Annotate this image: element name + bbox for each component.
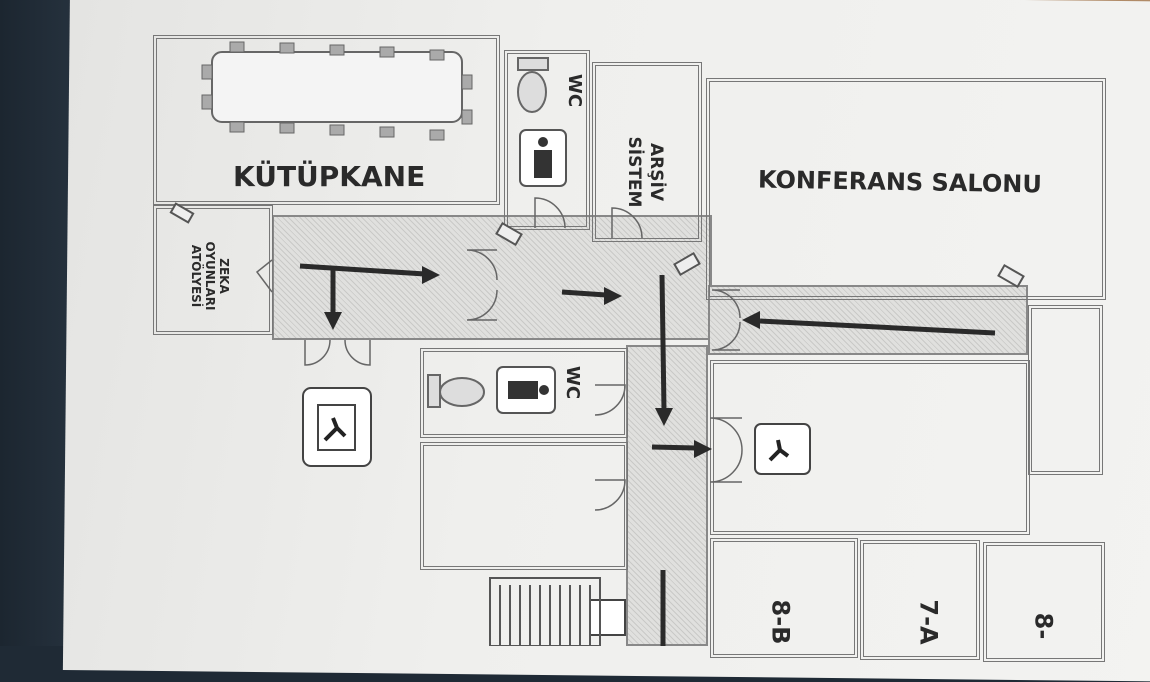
room-storage	[420, 442, 628, 570]
door-swings	[255, 197, 743, 511]
toilet-icon	[427, 57, 549, 408]
room-conference	[706, 78, 1106, 300]
corridor-south	[626, 345, 708, 646]
emergency-exit-icon	[302, 387, 811, 636]
wc-person-icon	[496, 129, 567, 414]
camera-icon	[169, 202, 1025, 289]
plan-overlay	[169, 41, 1025, 646]
room-wc-bottom	[420, 348, 628, 438]
room-wc-top	[504, 50, 590, 230]
corridor-main	[272, 215, 712, 340]
room-archive	[592, 62, 702, 242]
label-library: KÜTÜPKANE	[233, 160, 426, 193]
conference-table	[201, 41, 473, 141]
room-hall	[710, 360, 1030, 535]
stairs	[489, 577, 601, 646]
room-east-small	[1028, 305, 1103, 475]
room-zeka	[153, 205, 273, 335]
room-library	[153, 35, 500, 205]
evacuation-arrows	[299, 263, 996, 646]
